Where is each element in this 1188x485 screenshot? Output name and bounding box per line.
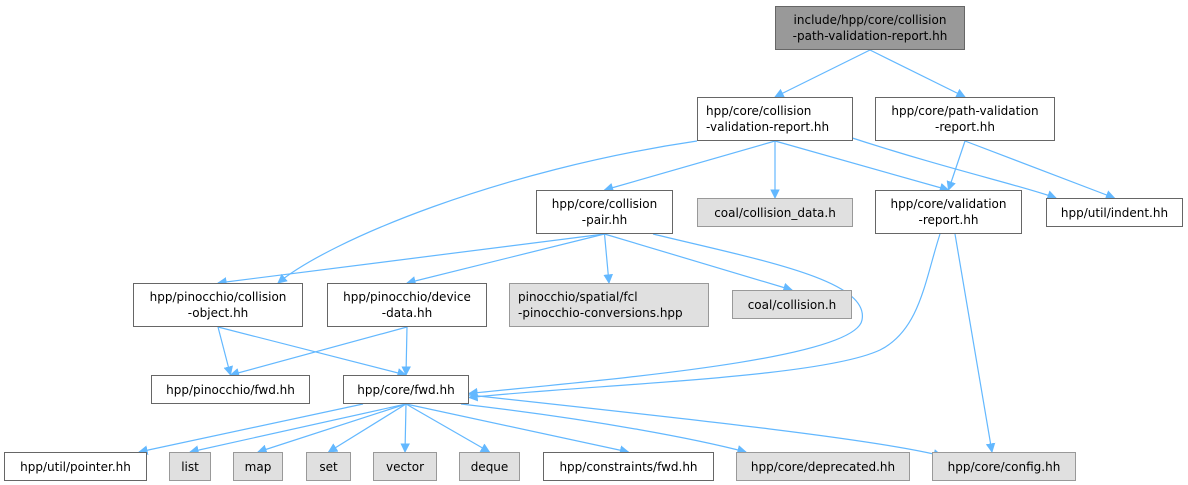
- edge-cfwd-to-list: [189, 403, 407, 455]
- node-label: hpp/pinocchio/device -data.hh: [343, 290, 471, 320]
- node-label: hpp/util/pointer.hh: [20, 459, 131, 474]
- edge-pvr-to-vr: [946, 140, 966, 191]
- node-label: vector: [385, 459, 425, 474]
- edge-pcobj-to-cfwd: [217, 326, 407, 378]
- node-core-config[interactable]: hpp/core/config.hh: [932, 452, 1076, 481]
- node-label: include/hpp/core/collision -path-validat…: [792, 13, 948, 43]
- node-path-validation-report[interactable]: hpp/core/path-validation -report.hh: [875, 97, 1055, 141]
- node-label: hpp/pinocchio/collision -object.hh: [149, 290, 287, 320]
- node-label: hpp/pinocchio/fwd.hh: [166, 382, 295, 397]
- node-std-set[interactable]: set: [306, 452, 351, 481]
- node-pinocchio-collision-object[interactable]: hpp/pinocchio/collision -object.hh: [133, 283, 303, 327]
- node-label: hpp/core/validation -report.hh: [890, 197, 1007, 227]
- node-label: map: [244, 459, 272, 474]
- edge-cfwd-to-consfwd: [405, 403, 630, 455]
- node-util-pointer[interactable]: hpp/util/pointer.hh: [4, 452, 147, 481]
- node-pinocchio-fcl-conversions[interactable]: pinocchio/spatial/fcl -pinocchio-convers…: [509, 283, 709, 327]
- edge-cpair-to-pcobj: [217, 233, 605, 287]
- node-coal-collision-data[interactable]: coal/collision_data.h: [697, 198, 853, 227]
- node-label: pinocchio/spatial/fcl -pinocchio-convers…: [518, 290, 683, 320]
- node-core-deprecated[interactable]: hpp/core/deprecated.hh: [736, 452, 910, 481]
- node-label: hpp/util/indent.hh: [1060, 205, 1169, 220]
- node-collision-pair[interactable]: hpp/core/collision -pair.hh: [536, 190, 673, 234]
- edge-pvr-to-indent: [964, 140, 1116, 200]
- node-label: hpp/core/config.hh: [947, 459, 1061, 474]
- node-label: list: [181, 459, 199, 474]
- edge-cfwd-to-pointer: [138, 403, 364, 455]
- node-core-fwd[interactable]: hpp/core/fwd.hh: [343, 375, 469, 404]
- edge-cvr-to-pcobj: [277, 140, 698, 284]
- node-pinocchio-fwd[interactable]: hpp/pinocchio/fwd.hh: [151, 375, 310, 404]
- edge-cpair-to-coalcol: [604, 233, 793, 293]
- edge-cfwd-to-set: [327, 403, 407, 453]
- node-label: hpp/core/fwd.hh: [357, 382, 455, 397]
- node-label: hpp/core/collision -pair.hh: [551, 197, 658, 227]
- edge-pcobj-to-pfwd: [217, 326, 233, 376]
- node-collision-validation-report[interactable]: hpp/core/collision -validation-report.hh: [697, 97, 853, 141]
- node-label: hpp/core/collision -validation-report.hh: [706, 104, 830, 134]
- edge-cfwd-to-config: [468, 394, 943, 459]
- node-std-list[interactable]: list: [169, 452, 211, 481]
- edge-pdev-to-cfwd: [401, 326, 411, 376]
- edge-cpair-to-pdev: [406, 233, 605, 286]
- node-label: hpp/constraints/fwd.hh: [559, 459, 698, 474]
- edge-cvr-to-indent: [842, 134, 1057, 200]
- edge-pdev-to-pfwd: [229, 326, 408, 378]
- node-label: set: [319, 459, 338, 474]
- node-std-map[interactable]: map: [233, 452, 283, 481]
- edge-root-to-cvr: [774, 49, 871, 98]
- node-coal-collision[interactable]: coal/collision.h: [732, 290, 852, 319]
- edge-cfwd-to-deque: [405, 403, 491, 453]
- edge-cpair-to-fclconv: [603, 233, 613, 284]
- node-label: hpp/core/path-validation -report.hh: [891, 104, 1039, 134]
- edge-cfwd-to-map: [257, 403, 407, 454]
- node-constraints-fwd[interactable]: hpp/constraints/fwd.hh: [543, 452, 714, 481]
- edge-vr-to-cfwd: [468, 233, 941, 402]
- edge-cvr-to-vr: [774, 140, 950, 193]
- edge-cfwd-to-vector: [400, 403, 410, 453]
- edge-cfwd-to-deprecated: [460, 403, 747, 455]
- edge-cpair-to-cfwd: [468, 233, 863, 398]
- node-std-deque[interactable]: deque: [459, 452, 520, 481]
- node-root-collision-path-validation-report[interactable]: include/hpp/core/collision -path-validat…: [775, 6, 965, 50]
- node-std-vector[interactable]: vector: [373, 452, 437, 481]
- edge-root-to-pvr: [869, 49, 966, 98]
- edge-vr-to-config: [954, 233, 996, 453]
- node-label: coal/collision.h: [747, 297, 837, 312]
- node-label: coal/collision_data.h: [714, 205, 836, 220]
- node-label: deque: [470, 459, 509, 474]
- edge-cvr-to-cpair: [603, 140, 776, 193]
- node-pinocchio-device-data[interactable]: hpp/pinocchio/device -data.hh: [327, 283, 487, 327]
- node-util-indent[interactable]: hpp/util/indent.hh: [1046, 198, 1183, 227]
- node-validation-report[interactable]: hpp/core/validation -report.hh: [875, 190, 1022, 234]
- node-label: hpp/core/deprecated.hh: [750, 459, 896, 474]
